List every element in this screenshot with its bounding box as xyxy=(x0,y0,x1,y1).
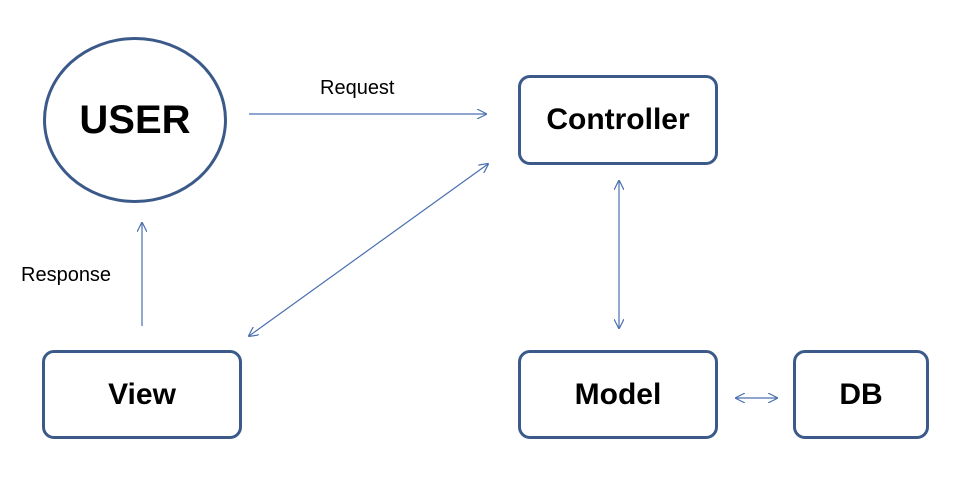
user-node-label: USER xyxy=(79,97,191,142)
view-node-label: View xyxy=(108,377,176,411)
model-node-label: Model xyxy=(574,377,662,411)
view-node: View xyxy=(42,350,242,439)
response-label: Response xyxy=(21,264,112,286)
model-node: Model xyxy=(518,350,718,439)
user-node: USER xyxy=(43,37,227,203)
controller-view-arrow xyxy=(249,164,488,336)
controller-node: Controller xyxy=(518,75,718,165)
controller-node-label: Controller xyxy=(546,103,690,136)
db-node: DB xyxy=(793,350,929,439)
request-label: Request xyxy=(320,77,395,99)
db-node-label: DB xyxy=(839,377,883,411)
